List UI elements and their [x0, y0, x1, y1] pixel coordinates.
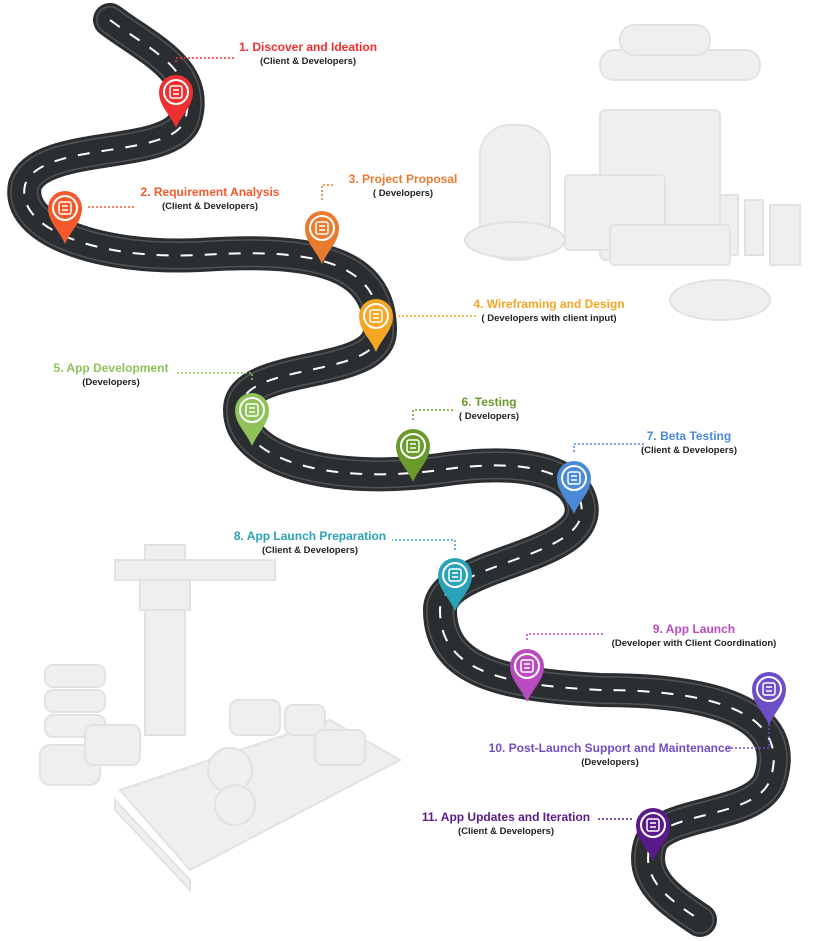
pin-ring [363, 303, 389, 329]
stage-subtitle: (Client & Developers) [457, 826, 555, 837]
update-icon [646, 818, 660, 832]
connector-lines [88, 57, 770, 820]
pin-ring [756, 676, 782, 702]
document-edit-icon [58, 201, 72, 215]
beta-screen-icon [567, 471, 581, 485]
stage-subtitle: (Client & Developers) [161, 201, 259, 212]
stage-subtitle: (Developers) [82, 377, 140, 388]
stage-pin-8 [438, 558, 472, 611]
stage-subtitle: ( Developers) [372, 188, 434, 199]
stage-label-11: 11. App Updates and Iteration (Client & … [422, 810, 590, 838]
stage-pin-4 [359, 299, 393, 352]
stage-title: 1. Discover and Ideation [238, 40, 378, 54]
stage-title: 10. Post-Launch Support and Maintenance [488, 741, 732, 755]
stage-pin-5 [235, 393, 269, 446]
stage-pin-7 [557, 461, 591, 514]
stage-label-6: 6. Testing ( Developers) [459, 395, 519, 423]
proposal-hand-icon [315, 221, 329, 235]
stage-label-3: 3. Project Proposal ( Developers) [349, 172, 458, 200]
connector-line-3 [321, 184, 333, 200]
stage-title: 8. App Launch Preparation [233, 529, 387, 543]
pin-marker [396, 429, 430, 482]
stage-subtitle: (Developer with Client Coordination) [611, 638, 777, 649]
connector-line-8 [392, 539, 456, 550]
pin-ring [52, 195, 78, 221]
stage-label-9: 9. App Launch (Developer with Client Coo… [612, 622, 777, 650]
connector-line-9 [526, 633, 604, 640]
support-phone-icon [762, 682, 776, 696]
stage-pin-2 [48, 190, 82, 244]
calendar-icon [448, 568, 462, 582]
pin-ring [514, 653, 540, 679]
stage-pin-3 [305, 211, 339, 264]
pin-marker [510, 649, 544, 702]
pin-ring [442, 562, 468, 588]
background-devices-illustration [464, 24, 801, 321]
stage-pin-1 [159, 75, 193, 128]
stage-title: 7. Beta Testing [646, 429, 732, 443]
stage-pin-10 [752, 672, 786, 725]
stage-label-10: 10. Post-Launch Support and Maintenance … [489, 741, 732, 769]
pin-marker [159, 75, 193, 128]
stage-subtitle: ( Developers with client input) [481, 313, 617, 324]
pin-ring [561, 465, 587, 491]
stage-label-8: 8. App Launch Preparation (Client & Deve… [234, 529, 386, 557]
pin-marker [438, 558, 472, 611]
wireframe-icon [369, 309, 383, 323]
stage-subtitle: ( Developers) [458, 411, 520, 422]
stage-label-2: 2. Requirement Analysis (Client & Develo… [141, 185, 280, 213]
pin-ring [309, 215, 335, 241]
stage-pin-9 [510, 649, 544, 702]
rocket-phone-icon [520, 659, 534, 673]
pin-ring [400, 433, 426, 459]
stage-pin-11 [636, 808, 670, 861]
pin-ring [640, 812, 666, 838]
connector-line-10 [728, 720, 770, 749]
stage-label-7: 7. Beta Testing (Client & Developers) [641, 429, 737, 457]
connector-line-7 [573, 443, 645, 452]
pin-ring [163, 79, 189, 105]
stage-title: 2. Requirement Analysis [140, 185, 280, 199]
pin-marker [305, 211, 339, 264]
pin-marker [48, 190, 82, 244]
stage-title: 5. App Development [53, 361, 169, 375]
connector-line-5 [176, 372, 253, 380]
pin-marker [636, 808, 670, 861]
connector-line-1 [175, 57, 236, 62]
stage-title: 4. Wireframing and Design [473, 297, 625, 311]
pin-marker [235, 393, 269, 446]
stage-title: 6. Testing [461, 395, 517, 409]
stage-subtitle: (Developers) [581, 757, 639, 768]
stage-title: 9. App Launch [652, 622, 736, 636]
stage-label-5: 5. App Development (Developers) [54, 361, 169, 389]
pin-marker [752, 672, 786, 725]
stage-subtitle: (Client & Developers) [640, 445, 738, 456]
stage-subtitle: (Client & Developers) [261, 545, 359, 556]
stage-title: 11. App Updates and Iteration [421, 810, 591, 824]
code-window-icon [245, 403, 259, 417]
pin-ring [239, 397, 265, 423]
background-construction-illustration [39, 544, 403, 893]
stage-title: 3. Project Proposal [348, 172, 458, 186]
stage-label-4: 4. Wireframing and Design ( Developers w… [473, 297, 624, 325]
stage-subtitle: (Client & Developers) [259, 56, 357, 67]
connector-line-6 [412, 409, 455, 420]
stage-pins [48, 75, 786, 861]
stage-pin-6 [396, 429, 430, 482]
testing-icon [406, 439, 420, 453]
stage-label-1: 1. Discover and Ideation (Client & Devel… [239, 40, 377, 68]
pin-marker [359, 299, 393, 352]
lightbulb-icon [169, 85, 183, 99]
pin-marker [557, 461, 591, 514]
